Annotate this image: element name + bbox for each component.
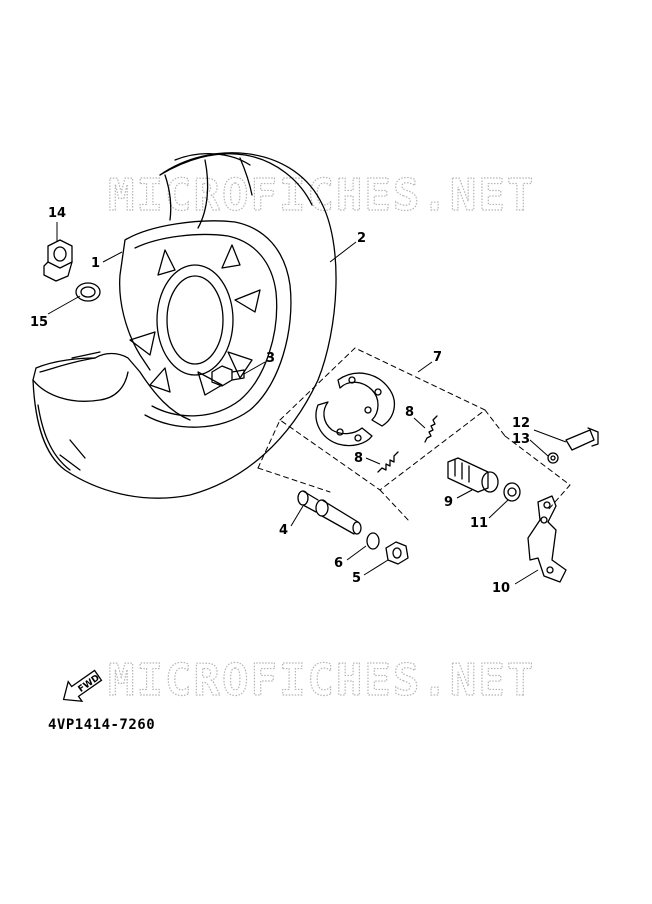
callout-9: 9	[444, 495, 453, 510]
axle-4	[297, 490, 362, 535]
camshaft-9	[447, 457, 499, 493]
wheel-rim	[39, 220, 292, 428]
callout-3: 3	[266, 351, 275, 366]
nut-5	[385, 541, 409, 565]
o-ring-6	[366, 532, 380, 550]
callout-2: 2	[357, 231, 366, 246]
callout-5: 5	[352, 571, 361, 586]
spring-lower	[377, 451, 399, 473]
watermark-bottom: MICROFICHES.NET	[108, 655, 535, 706]
fwd-arrow-icon: FWD	[62, 669, 103, 703]
callout-10: 10	[492, 581, 510, 596]
brake-lever-10	[527, 495, 567, 583]
spring-upper	[424, 415, 438, 443]
callout-labels: 14 1 2 15 3 7 8 12 13 8 9 4 11 6 5 10	[30, 206, 530, 596]
callout-7: 7	[433, 350, 442, 365]
callout-11: 11	[470, 516, 488, 531]
tire	[32, 152, 337, 499]
brake-shoes	[315, 372, 396, 447]
washer-13	[547, 452, 559, 464]
indicator-plate-11	[503, 482, 521, 502]
callout-1: 1	[91, 256, 100, 271]
callout-8-lower: 8	[354, 451, 363, 466]
callout-6: 6	[334, 556, 343, 571]
leader-lines	[47, 222, 567, 585]
callout-14: 14	[48, 206, 66, 221]
callout-13: 13	[512, 432, 530, 447]
washer-15	[75, 282, 101, 302]
callout-12: 12	[512, 416, 530, 431]
drawing-code: 4VP1414-7260	[48, 717, 156, 733]
watermark-top: MICROFICHES.NET	[108, 170, 535, 221]
callout-8-upper: 8	[405, 405, 414, 420]
axle-nut-14	[43, 239, 73, 282]
callout-15: 15	[30, 315, 48, 330]
callout-4: 4	[279, 523, 288, 538]
brake-shoe-box	[257, 347, 571, 523]
bolt-12	[565, 427, 599, 451]
